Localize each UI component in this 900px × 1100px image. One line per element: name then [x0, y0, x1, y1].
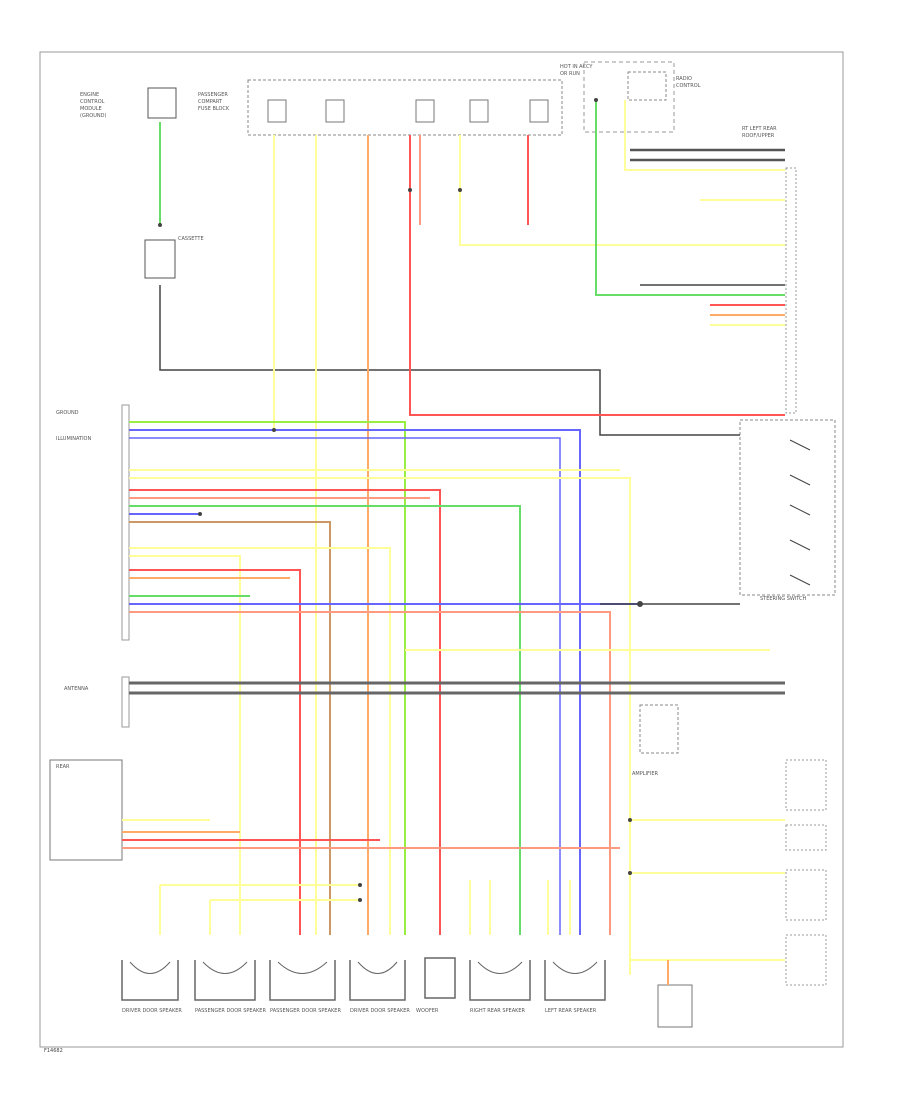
speaker-5-label: WOOFER — [416, 1008, 439, 1014]
cassette-connector: CASSETTE — [144, 236, 204, 279]
fuse-box: PASSENGER COMPART FUSE BLOCK HOT IN ACCY… — [198, 64, 593, 136]
amplifier-box: AMPLIFIER — [632, 704, 679, 777]
speaker-7: LEFT REAR SPEAKER — [544, 960, 606, 1014]
svg-text:ENGINE: ENGINE — [80, 92, 99, 98]
svg-text:HOT IN ACCY: HOT IN ACCY — [560, 64, 593, 70]
svg-text:CONTROL: CONTROL — [80, 99, 105, 105]
speaker-4-label: DRIVER DOOR SPEAKER — [350, 1008, 410, 1014]
svg-text:ROOF/UPPER: ROOF/UPPER — [742, 133, 775, 139]
wires — [122, 100, 785, 985]
speaker-4: DRIVER DOOR SPEAKER — [349, 960, 410, 1014]
speaker-7-label: LEFT REAR SPEAKER — [545, 1008, 597, 1014]
ground-junction — [657, 984, 693, 1028]
speaker-6-label: RIGHT REAR SPEAKER — [470, 1008, 526, 1014]
speaker-5: WOOFER — [416, 957, 456, 1014]
svg-text:PASSENGER: PASSENGER — [198, 92, 228, 98]
radio-module-top: RADIO CONTROL — [583, 61, 701, 133]
svg-text:FUSE BLOCK: FUSE BLOCK — [198, 106, 230, 112]
fuse-group — [267, 99, 549, 123]
speaker-3: PASSENGER DOOR SPEAKER — [269, 960, 341, 1014]
audio-head-unit: GROUND ILLUMINATION — [56, 404, 130, 641]
speaker-1-label: DRIVER DOOR SPEAKER — [122, 1008, 182, 1014]
svg-text:RT LEFT REAR: RT LEFT REAR — [742, 126, 777, 132]
speaker-2-label: PASSENGER DOOR SPEAKER — [195, 1008, 266, 1014]
speaker-3-label: PASSENGER DOOR SPEAKER — [270, 1008, 341, 1014]
amplifier-label: AMPLIFIER — [632, 771, 659, 777]
svg-text:GROUND: GROUND — [56, 410, 79, 416]
svg-text:RADIO: RADIO — [676, 76, 692, 82]
figure-number: F14682 — [44, 1048, 63, 1054]
junction-dots — [158, 98, 643, 902]
speaker-1: DRIVER DOOR SPEAKER — [121, 960, 182, 1014]
steering-switch-label: STEERING SWITCH — [760, 596, 807, 602]
right-side-modules — [785, 759, 827, 986]
cassette-label: CASSETTE — [178, 236, 204, 242]
antenna-connector: ANTENNA — [64, 676, 130, 728]
diagram-frame — [39, 51, 844, 1048]
svg-text:COMPART: COMPART — [198, 99, 223, 105]
speaker-2: PASSENGER DOOR SPEAKER — [194, 960, 266, 1014]
svg-text:OR RUN: OR RUN — [560, 71, 580, 77]
speaker-6: RIGHT REAR SPEAKER — [469, 960, 531, 1014]
svg-text:CONTROL: CONTROL — [676, 83, 701, 89]
svg-text:MODULE: MODULE — [80, 106, 102, 112]
speaker-row: DRIVER DOOR SPEAKER PASSENGER DOOR SPEAK… — [121, 957, 606, 1014]
mass-air-flow-sensor: ENGINE CONTROL MODULE (GROUND) — [80, 87, 177, 119]
svg-text:ILLUMINATION: ILLUMINATION — [56, 436, 91, 442]
svg-text:(GROUND): (GROUND) — [80, 113, 106, 119]
steering-switch: STEERING SWITCH — [739, 419, 836, 602]
right-connector-strip: RT LEFT REAR ROOF/UPPER — [742, 126, 797, 414]
rear-amp-module: REAR — [49, 759, 123, 861]
rear-amp-label: REAR — [56, 764, 70, 770]
antenna-label: ANTENNA — [64, 686, 89, 692]
